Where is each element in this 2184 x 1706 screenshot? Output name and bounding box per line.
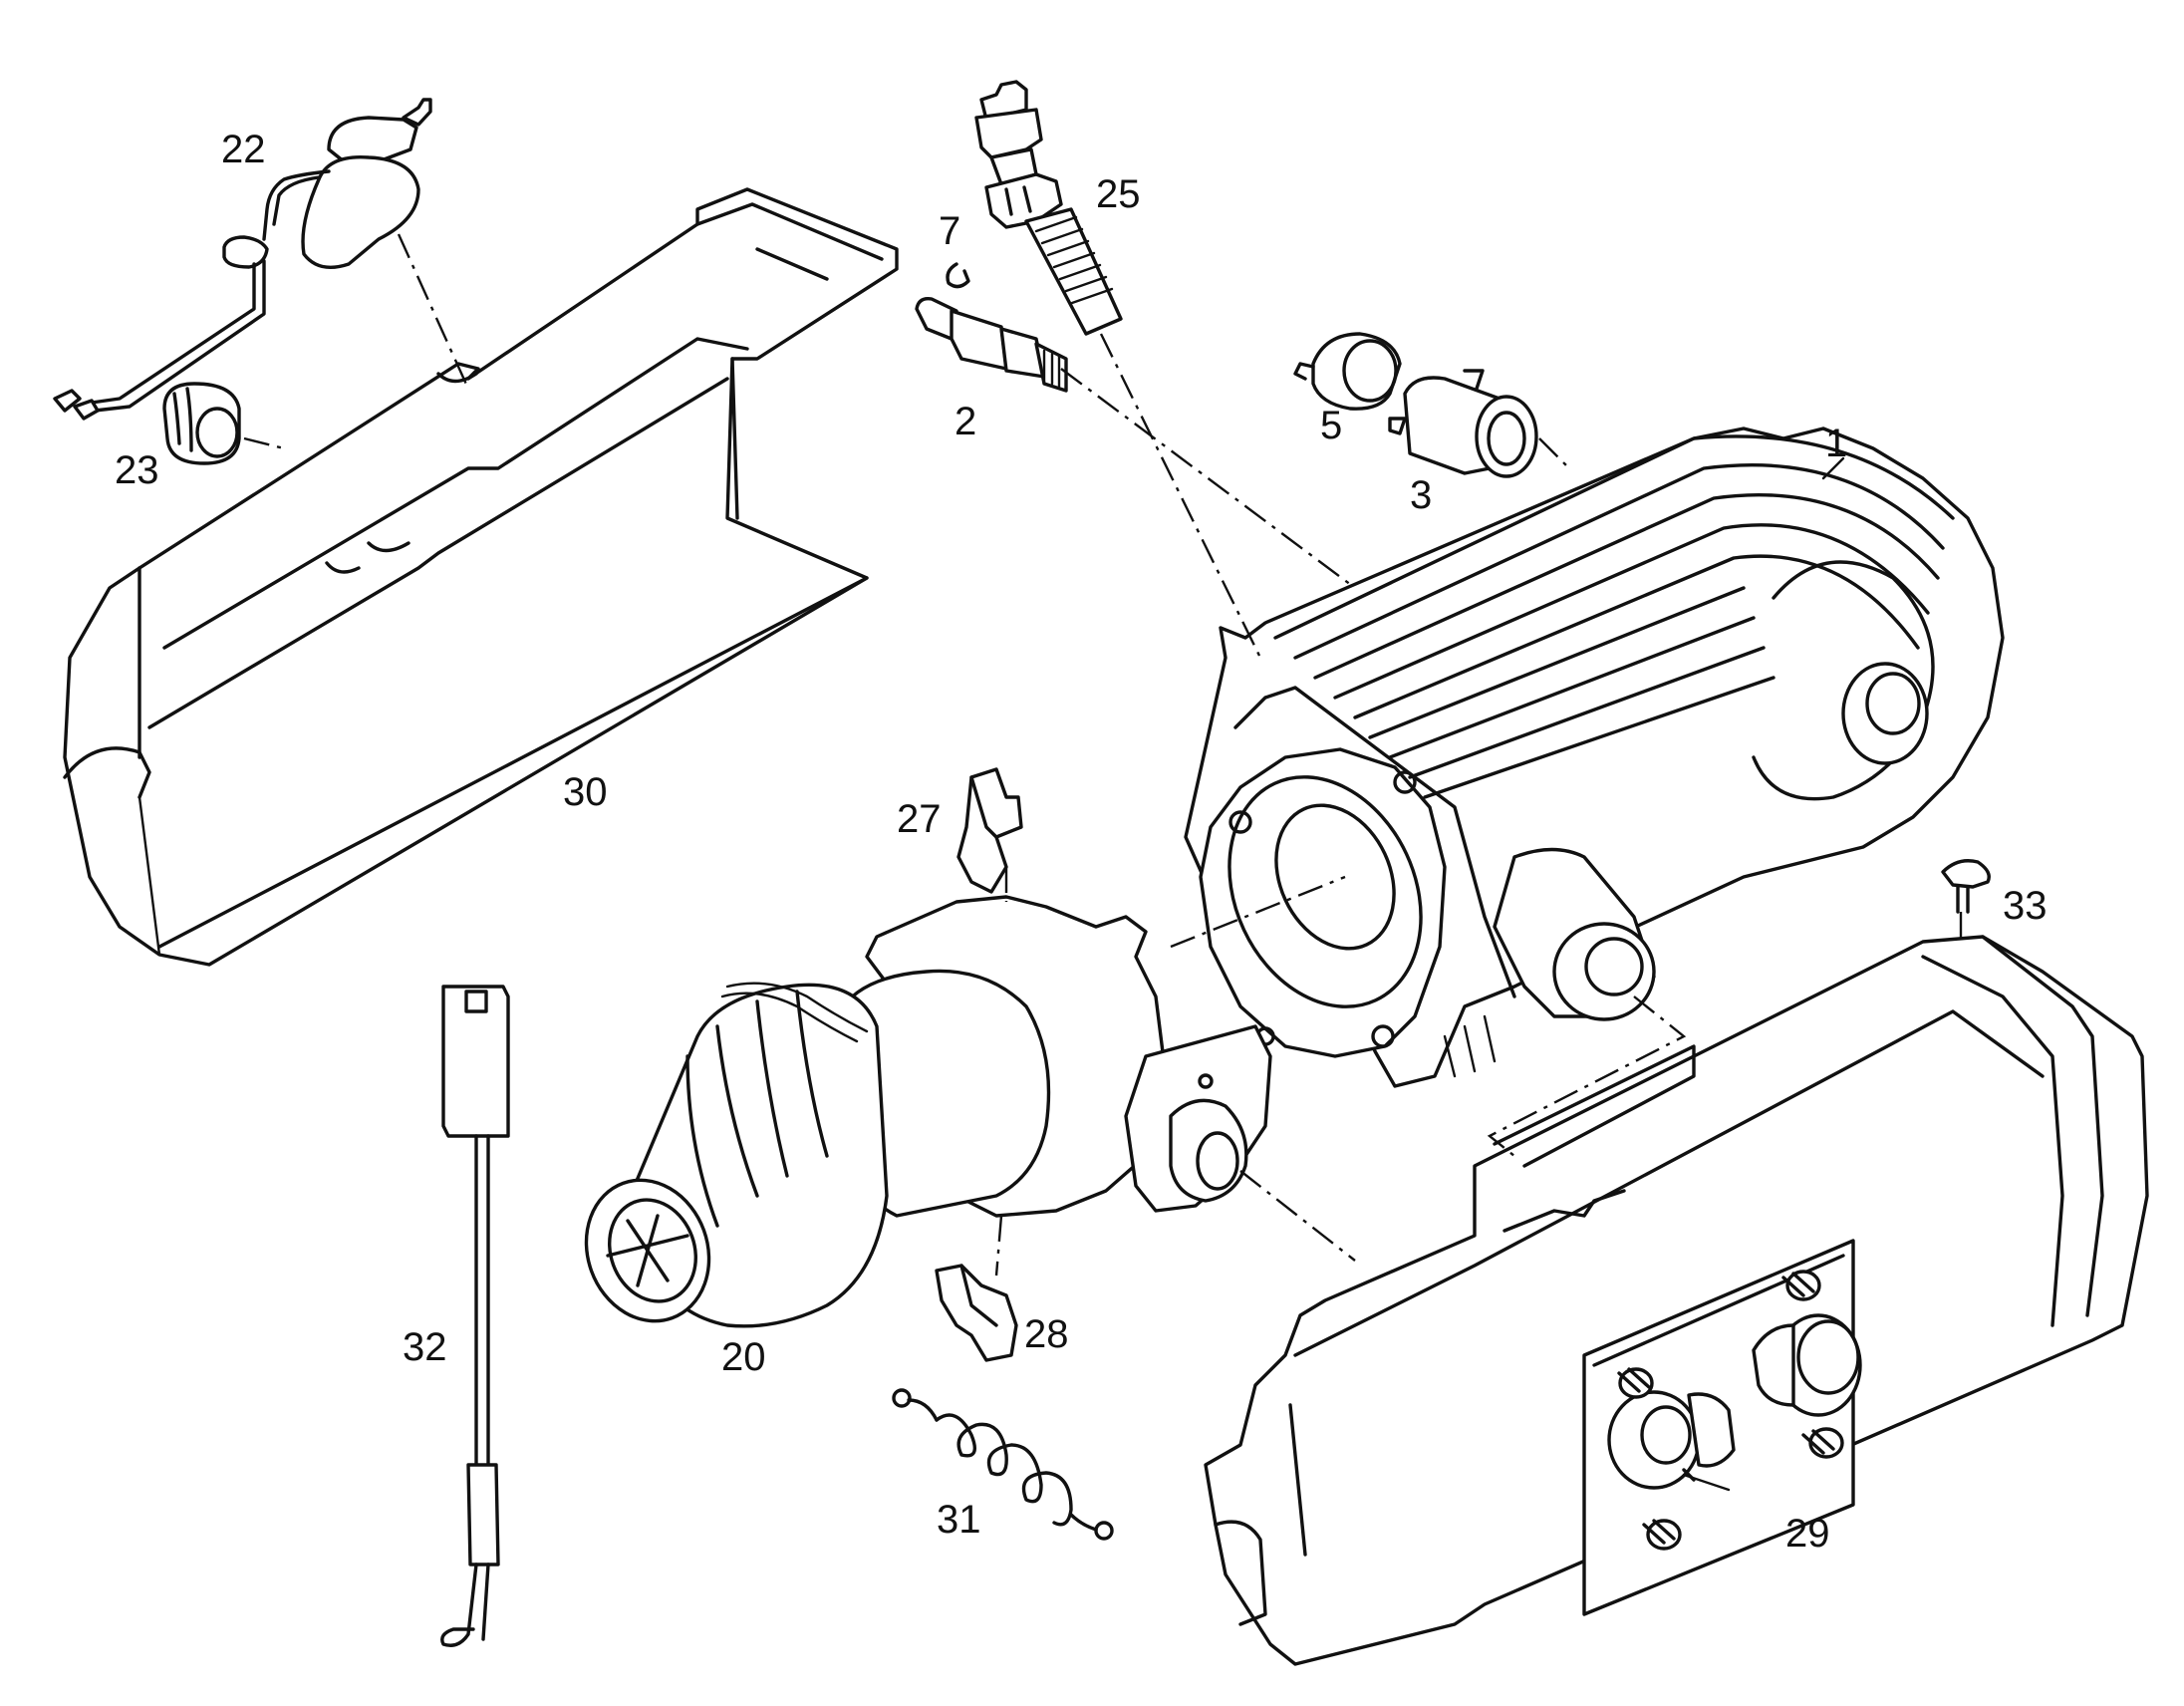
callout-28: 28 [1024, 1312, 1069, 1356]
part-32-cable-connector [440, 985, 510, 1647]
part-23-grommet [162, 382, 241, 465]
part-1-heat-exchanger [1184, 426, 2005, 1088]
assembly-centerlines [243, 233, 1963, 1277]
part-28-clip [935, 1264, 1018, 1362]
callout-29: 29 [1785, 1512, 1830, 1556]
callout-32: 32 [403, 1325, 447, 1369]
part-29-lower-cover [1204, 935, 2149, 1666]
callout-2: 2 [955, 400, 976, 443]
part-22-sensor-with-cable [53, 98, 432, 421]
part-27-clip [956, 767, 1023, 894]
callout-7: 7 [939, 209, 960, 253]
callout-5: 5 [1320, 404, 1342, 447]
callout-31: 31 [937, 1498, 981, 1542]
callout-33: 33 [2003, 884, 2048, 928]
callout-3: 3 [1410, 473, 1432, 517]
part-30-upper-cover [63, 187, 899, 967]
callout-22: 22 [221, 128, 266, 171]
part-25-glow-plug [974, 80, 1123, 336]
callout-27: 27 [897, 797, 942, 841]
part-5-ring [1293, 332, 1402, 411]
part-2-temperature-sensor [915, 297, 1068, 393]
part-20-blower-assembly [584, 895, 1272, 1328]
part-3-sleeve [1388, 369, 1538, 478]
leader-lines [1682, 456, 1845, 1492]
callout-25: 25 [1096, 172, 1141, 216]
callout-20: 20 [721, 1335, 766, 1379]
part-31-spring [892, 1388, 1114, 1541]
callout-1: 1 [1825, 422, 1847, 465]
callout-23: 23 [115, 448, 159, 492]
callout-labels: 1 2 3 5 7 20 22 23 25 27 28 29 30 31 32 … [115, 128, 2048, 1556]
part-7-clip [946, 262, 970, 289]
callout-30: 30 [563, 770, 608, 814]
part-33-plug [1941, 859, 1991, 914]
